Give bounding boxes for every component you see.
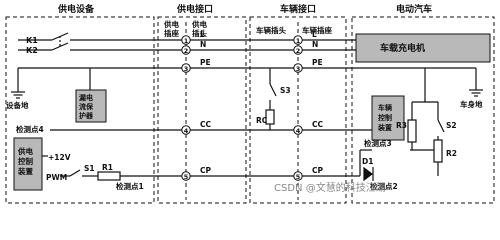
terminal-pe-vehicle xyxy=(293,63,303,73)
terminal-name: N xyxy=(312,40,318,49)
watermark: CSDN @文慧的科技江湖 xyxy=(274,181,386,194)
header-supply-equipment: 供电设备 xyxy=(57,3,95,15)
terminal-name: PE xyxy=(312,58,323,67)
terminal-name: CC xyxy=(200,120,212,129)
d1-label: D1 xyxy=(362,157,373,166)
terminal-cc-supply xyxy=(181,125,191,135)
rc-label: RC xyxy=(256,116,268,125)
terminal-pe-supply xyxy=(181,63,191,73)
terminal-number: 4 xyxy=(296,127,301,135)
terminal-number: 1 xyxy=(296,37,301,45)
equipment-ground-label: 设备地 xyxy=(6,100,29,110)
r1-label: R1 xyxy=(102,163,113,172)
terminal-l-supply xyxy=(181,35,191,45)
header-vehicle-interface: 车辆接口 xyxy=(280,3,316,15)
terminals: 1 L 1 L 2 N 2 N 3 PE 3 PE 4 CC 4 CC 5 CP 5 CP xyxy=(181,30,324,181)
pwm-switch-s1 xyxy=(42,155,121,181)
obc-box xyxy=(355,33,491,63)
rcd-box xyxy=(75,89,107,123)
terminal-n-supply xyxy=(181,45,191,55)
terminal-n-vehicle xyxy=(293,45,303,55)
s2-r2-r3-network xyxy=(407,68,445,176)
detect2-label: 检测点2 xyxy=(370,181,398,191)
supply-control-box xyxy=(13,137,43,191)
vehicle-plug-label: 车辆插头 xyxy=(256,25,286,35)
pwm-label: PWM xyxy=(46,173,67,182)
v12-label: +12V xyxy=(48,153,71,162)
terminal-number: 2 xyxy=(184,47,189,55)
vehicle-ground-icon xyxy=(469,89,483,97)
terminal-number: 3 xyxy=(184,65,189,73)
supply-control-label: 供电控制装置 xyxy=(17,146,33,176)
terminal-name: N xyxy=(200,40,206,49)
terminal-number: 5 xyxy=(296,173,301,181)
terminal-name: L xyxy=(200,30,205,39)
signal-wires xyxy=(50,118,396,177)
terminal-name: CC xyxy=(312,120,324,129)
s3-rc-branch xyxy=(265,68,277,130)
s3-label: S3 xyxy=(280,86,291,95)
r3-label: R3 xyxy=(396,121,407,130)
terminal-number: 4 xyxy=(184,127,189,135)
detect4-label: 检测点4 xyxy=(16,124,44,134)
terminal-number: 1 xyxy=(184,37,189,45)
vehicle-control-label: 车辆控制装置 xyxy=(377,103,392,132)
vehicle-ground-label: 车身地 xyxy=(460,99,483,109)
k-switches xyxy=(51,32,69,51)
detect3-label: 检测点3 xyxy=(364,138,392,148)
terminal-name: L xyxy=(312,30,317,39)
terminal-name: CP xyxy=(200,166,212,175)
terminal-cp-supply xyxy=(181,171,191,181)
diode-d1-icon xyxy=(363,166,374,182)
k1-label: K1 xyxy=(26,36,38,45)
power-wires xyxy=(17,39,477,92)
s2-label: S2 xyxy=(446,121,457,130)
terminal-cc-vehicle xyxy=(293,125,303,135)
rcd-label: 漏电流保护器 xyxy=(79,93,94,120)
s1-label: S1 xyxy=(84,164,95,173)
supply-plug-label: 供电插头 xyxy=(191,19,207,38)
k2-label: K2 xyxy=(26,46,38,55)
vehicle-control-box xyxy=(371,95,405,141)
r2-label: R2 xyxy=(446,149,457,158)
supply-socket-label: 供电插座 xyxy=(163,19,179,38)
charging-circuit-diagram: 供电设备 供电接口 车辆接口 电动汽车 供电插座 供电插头 车辆插头 车辆插座 … xyxy=(5,3,495,204)
terminal-number: 2 xyxy=(296,47,301,55)
vehicle-socket-label: 车辆插座 xyxy=(302,25,332,35)
terminal-name: PE xyxy=(200,58,211,67)
terminal-name: CP xyxy=(312,166,324,175)
terminal-number: 3 xyxy=(296,65,301,73)
header-electric-vehicle: 电动汽车 xyxy=(396,3,432,15)
terminal-l-vehicle xyxy=(293,35,303,45)
equipment-ground-icon xyxy=(11,91,25,99)
obc-label: 车载充电机 xyxy=(380,42,425,54)
header-supply-interface: 供电接口 xyxy=(176,3,213,15)
terminal-number: 5 xyxy=(184,173,189,181)
terminal-cp-vehicle xyxy=(293,171,303,181)
detect1-label: 检测点1 xyxy=(116,181,144,191)
